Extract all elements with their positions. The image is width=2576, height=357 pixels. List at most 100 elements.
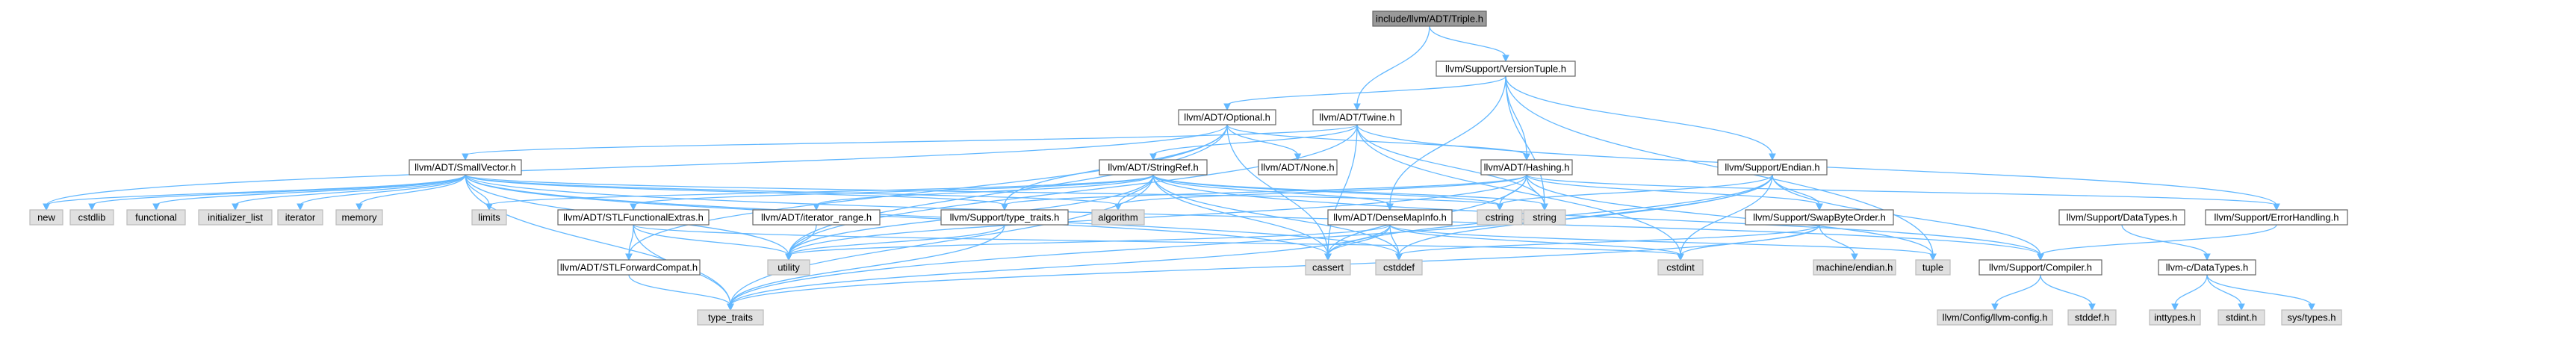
node-box: [1305, 259, 1351, 276]
edge-densemapinfo-to-cstddef: [1389, 224, 1400, 256]
node-llvm-adt-optional-h[interactable]: llvm/ADT/Optional.h: [1178, 109, 1276, 125]
edge-arrowhead-stlfunctional-to-stlforward: [625, 253, 633, 261]
node-llvm-support-endian-h[interactable]: llvm/Support/Endian.h: [1717, 159, 1828, 176]
node-box: [1523, 209, 1566, 226]
edge-arrowhead-optional-to-none: [1294, 153, 1302, 161]
edge-smallvector-to-memory: [359, 174, 466, 206]
edge-arrowhead-smallvector-to-initializer_list: [232, 203, 239, 211]
edge-arrowhead-smallvector-to-functional: [152, 203, 160, 211]
node-llvm-config-llvm-config-h: llvm/Config/llvm-config.h: [1937, 309, 2053, 326]
node-box: [277, 209, 323, 226]
edge-arrowhead-densemapinfo-to-utility: [785, 253, 792, 261]
node-functional: functional: [126, 209, 186, 226]
node-llvm-support-versiontuple-h[interactable]: llvm/Support/VersionTuple.h: [1436, 60, 1576, 77]
node-limits: limits: [471, 209, 507, 226]
node-llvm-adt-stlforwardcompat-h[interactable]: llvm/ADT/STLForwardCompat.h: [557, 259, 701, 276]
node-box: [2205, 209, 2348, 226]
node-cassert: cassert: [1305, 259, 1351, 276]
edge-versiontuple-to-endian: [1505, 75, 1773, 156]
node-llvm-adt-twine-h[interactable]: llvm/ADT/Twine.h: [1312, 109, 1402, 125]
edge-smallvector-to-cstddef: [465, 174, 1400, 256]
edge-twine-to-stringref: [1152, 124, 1358, 156]
edge-twine-to-utility: [788, 124, 1358, 256]
edge-arrowhead-cdatatypes-to-stdint: [2238, 303, 2245, 311]
node-label: initializer_list: [208, 212, 263, 223]
node-box: [2217, 309, 2265, 326]
node-label: include/llvm/ADT/Triple.h: [1376, 13, 1483, 25]
node-label: llvm/ADT/SmallVector.h: [415, 162, 516, 173]
node-llvm-support-swapbyteorder-h[interactable]: llvm/Support/SwapByteOrder.h: [1745, 209, 1894, 226]
node-llvm-adt-stringref-h[interactable]: llvm/ADT/StringRef.h: [1099, 159, 1208, 176]
node-label: iterator: [285, 212, 316, 223]
edge-smallvector-to-iterator: [300, 174, 466, 206]
node-llvm-adt-none-h[interactable]: llvm/ADT/None.h: [1258, 159, 1338, 176]
node-cstring: cstring: [1477, 209, 1523, 226]
edge-stringref-to-stlfunctional: [633, 174, 1154, 206]
edge-arrowhead-smallvector-to-memory: [356, 203, 363, 211]
node-label: llvm/ADT/STLFunctionalExtras.h: [563, 212, 704, 223]
node-llvm-support-compiler-h[interactable]: llvm/Support/Compiler.h: [1978, 259, 2102, 276]
edge-versiontuple-to-string: [1505, 75, 1545, 206]
edge-arrowhead-twine-to-stringref: [1149, 153, 1157, 161]
edge-stlforward-to-type_traits: [628, 274, 731, 306]
edge-hashing-to-utility: [788, 174, 1527, 256]
node-box: [1477, 209, 1523, 226]
edge-typetraits_h-to-type_traits: [730, 224, 1005, 306]
edge-arrowhead-swapbyteorder-to-cstddef: [1395, 253, 1403, 261]
node-box: [1178, 109, 1276, 125]
node-box: [1327, 209, 1453, 226]
node-include-llvm-adt-triple-h[interactable]: include/llvm/ADT/Triple.h: [1372, 10, 1487, 27]
edge-stlfunctional-to-utility: [633, 224, 789, 256]
node-label: llvm/Support/Compiler.h: [1989, 262, 2092, 273]
node-llvm-adt-smallvector-h[interactable]: llvm/ADT/SmallVector.h: [409, 159, 522, 176]
node-label: llvm/Config/llvm-config.h: [1943, 312, 2048, 323]
node-box: [1813, 259, 1896, 276]
edge-iteratorrange-to-utility: [788, 224, 817, 256]
edge-compiler-to-llvmconfig: [1994, 274, 2041, 306]
node-box: [697, 309, 764, 326]
node-box: [2158, 259, 2256, 276]
node-label: llvm/Support/Endian.h: [1725, 162, 1819, 173]
node-box: [2058, 209, 2185, 226]
node-llvm-adt-stlfunctionalextras-h[interactable]: llvm/ADT/STLFunctionalExtras.h: [557, 209, 710, 226]
edge-optional-to-stlforward: [628, 124, 1228, 256]
edge-arrowhead-smallvector-to-new: [43, 203, 50, 211]
node-label: memory: [342, 212, 377, 223]
node-box: [1436, 60, 1576, 77]
edge-arrowhead-versiontuple-to-endian: [1769, 153, 1776, 161]
node-box: [557, 259, 701, 276]
node-llvm-adt-iterator-range-h[interactable]: llvm/ADT/iterator_range.h: [752, 209, 881, 226]
edge-hashing-to-typetraits_h: [1004, 174, 1527, 206]
node-machine-endian-h: machine/endian.h: [1813, 259, 1896, 276]
edge-swapbyteorder-to-type_traits: [730, 224, 1820, 306]
node-llvm-c-datatypes-h[interactable]: llvm-c/DataTypes.h: [2158, 259, 2256, 276]
node-llvm-adt-densemapinfo-h[interactable]: llvm/ADT/DenseMapInfo.h: [1327, 209, 1453, 226]
node-label: llvm/Support/type_traits.h: [950, 212, 1060, 223]
node-llvm-support-errorhandling-h[interactable]: llvm/Support/ErrorHandling.h: [2205, 209, 2348, 226]
node-label: inttypes.h: [2154, 312, 2196, 323]
node-label: cstring: [1486, 212, 1514, 223]
node-box: [1745, 209, 1894, 226]
edge-stringref-to-type_traits: [730, 174, 1154, 306]
edge-arrowhead-hashing-to-typetraits_h: [1001, 203, 1008, 211]
edge-arrowhead-cdatatypes-to-inttypes: [2171, 303, 2179, 311]
edge-optional-to-none: [1226, 124, 1299, 156]
node-label: llvm/ADT/StringRef.h: [1108, 162, 1198, 173]
node-box: [2281, 309, 2342, 326]
edge-triple-to-twine: [1356, 25, 1430, 106]
node-llvm-support-datatypes-h[interactable]: llvm/Support/DataTypes.h: [2058, 209, 2185, 226]
edge-hashing-to-algorithm: [1117, 174, 1527, 206]
edge-arrowhead-compiler-to-stddef: [2088, 303, 2096, 311]
edge-arrowhead-hashing-to-algorithm: [1114, 203, 1122, 211]
edge-hashing-to-cstring: [1499, 174, 1527, 206]
node-llvm-adt-hashing-h[interactable]: llvm/ADT/Hashing.h: [1480, 159, 1573, 176]
node-box: [29, 209, 63, 226]
edge-endian-to-cstring: [1499, 174, 1773, 206]
node-label: llvm/Support/VersionTuple.h: [1445, 63, 1566, 75]
edge-arrowhead-swapbyteorder-to-machineendian: [1851, 253, 1858, 261]
node-llvm-support-type-traits-h[interactable]: llvm/Support/type_traits.h: [940, 209, 1069, 226]
edge-arrowhead-smallvector-to-iterator: [297, 203, 304, 211]
node-box: [1091, 209, 1145, 226]
edge-smallvector-to-functional: [155, 174, 466, 206]
edge-densemapinfo-to-cstdint: [1389, 224, 1681, 256]
